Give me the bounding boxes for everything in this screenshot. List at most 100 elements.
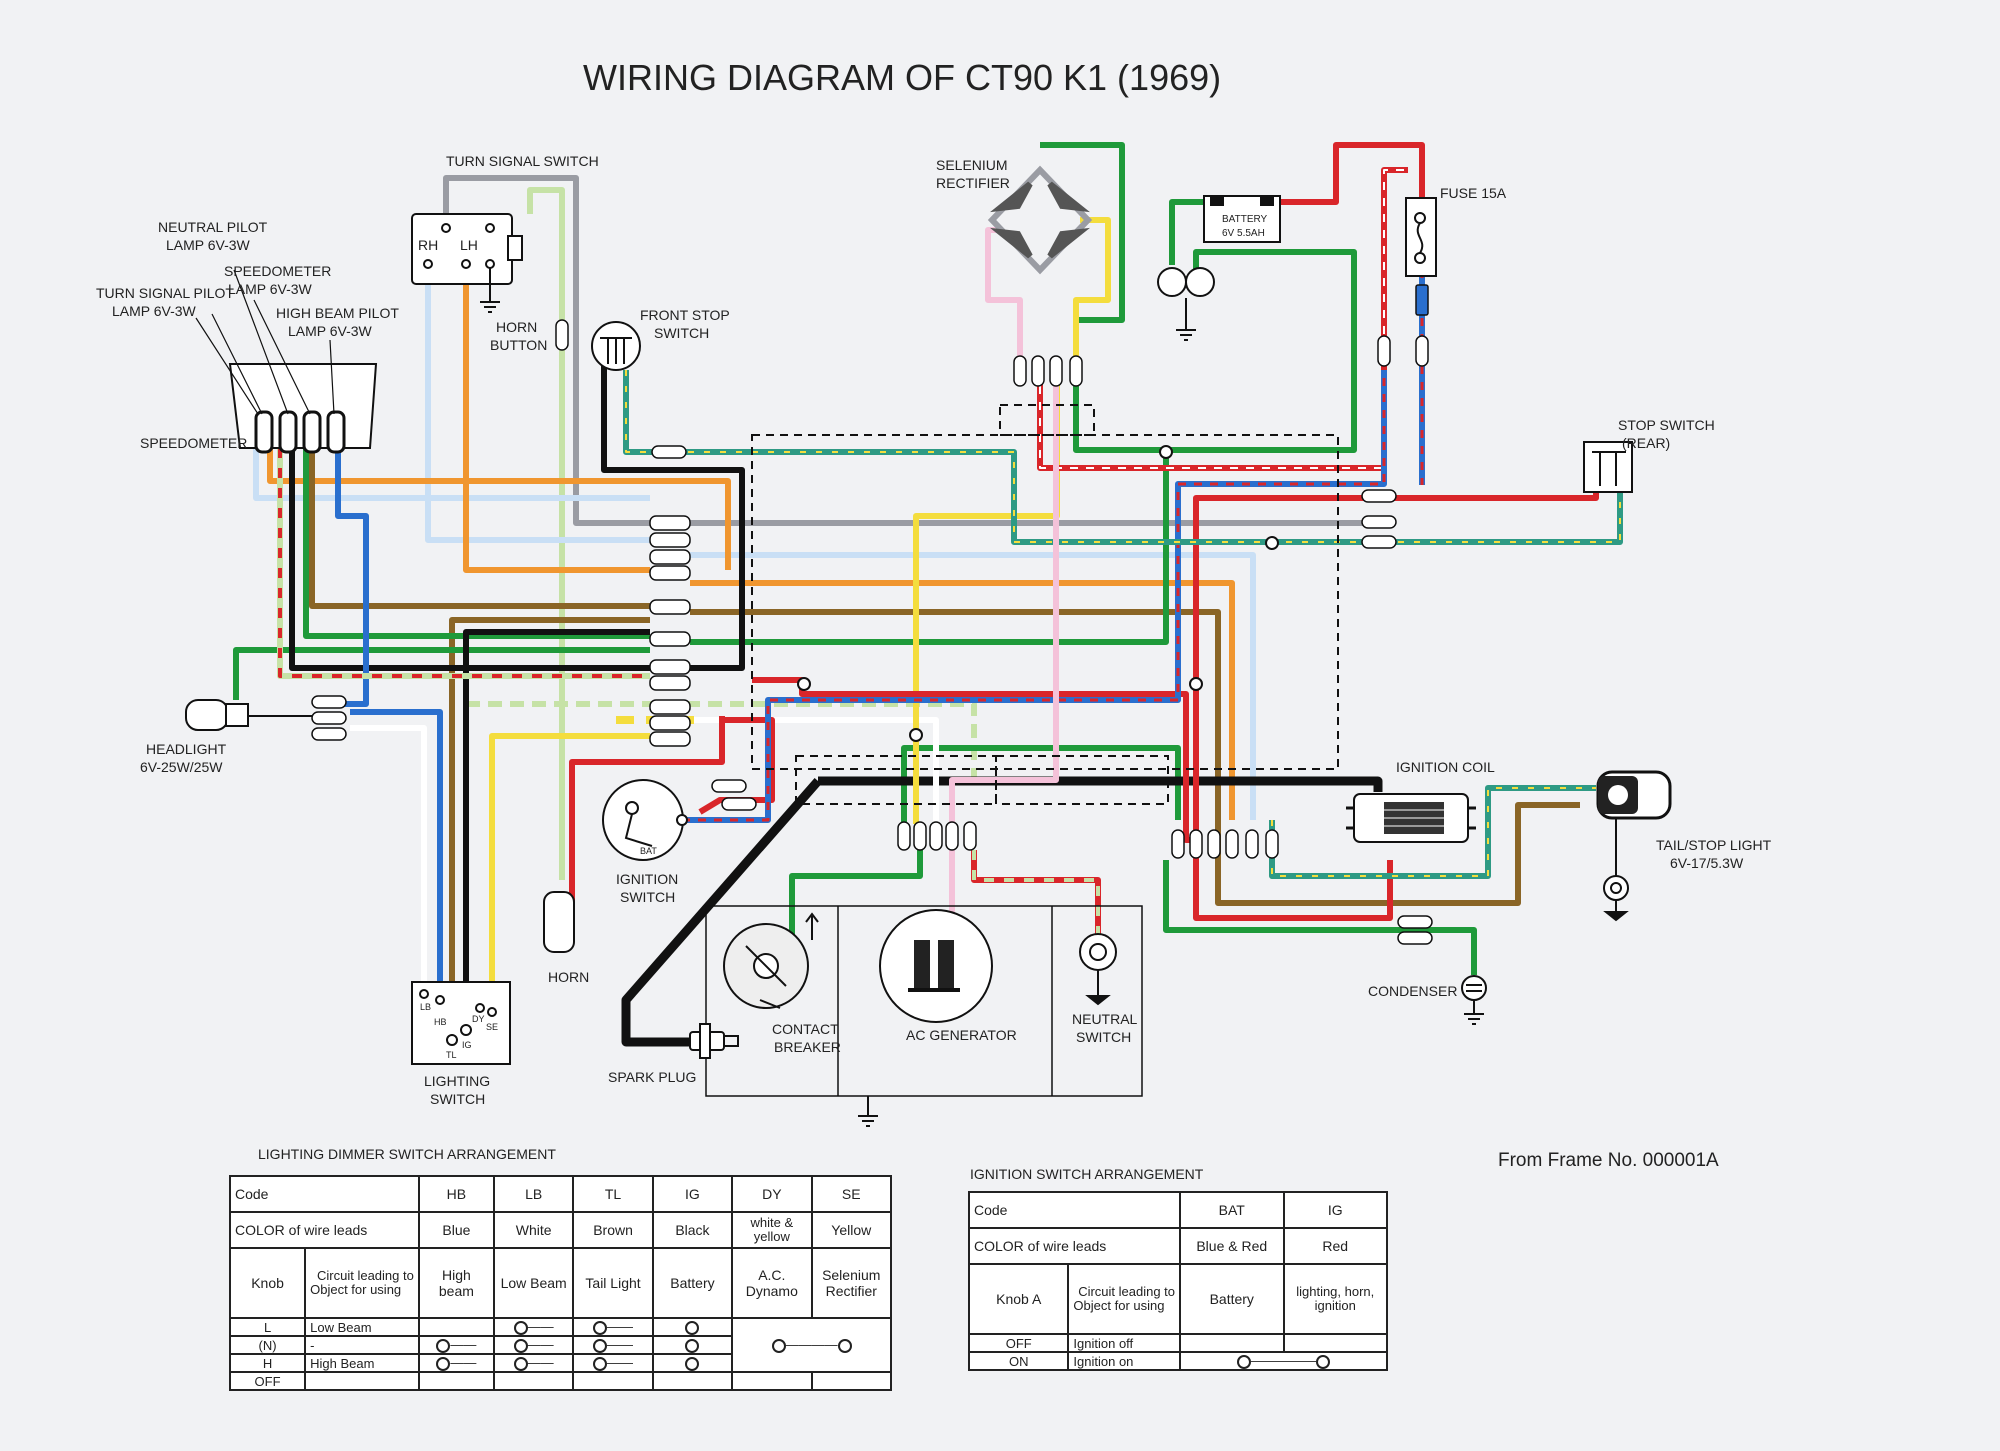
ign-color: Blue & Red: [1179, 1227, 1285, 1265]
neutral-switch-label-1: NEUTRAL: [1072, 1011, 1138, 1027]
stop-switch-rear: [1583, 441, 1633, 493]
dimmer-cell: [417, 1371, 495, 1391]
lh-label: LH: [460, 237, 478, 253]
connector: [651, 445, 687, 459]
dimmer-color: White: [492, 1211, 575, 1249]
front-stop-switch: [591, 321, 641, 371]
neutral-switch-label-2: SWITCH: [1076, 1029, 1131, 1045]
wire-light-blue: [425, 264, 650, 543]
wire-green-yellow: [623, 370, 1623, 545]
dimmer-cell: ——: [572, 1353, 654, 1373]
junction-dot: [909, 728, 923, 742]
dimmer-cell: ——: [417, 1353, 495, 1373]
wire-brown-3: [449, 617, 650, 990]
dimmer-object: Battery: [651, 1247, 734, 1319]
dimmer-cell: [417, 1317, 495, 1337]
connector: [963, 821, 977, 851]
wire-black-plug: [621, 778, 822, 1047]
lighting-switch-label-1: LIGHTING: [424, 1073, 490, 1089]
rh-label: RH: [418, 237, 438, 253]
tail-light-label-1: TAIL/STOP LIGHT: [1656, 837, 1772, 853]
fuse-label: FUSE 15A: [1440, 185, 1507, 201]
connector: [1361, 489, 1397, 503]
dimmer-row-desc: Low Beam: [304, 1317, 420, 1337]
diagram-title: WIRING DIAGRAM OF CT90 K1 (1969): [583, 57, 1221, 98]
pin-ig: IG: [462, 1040, 472, 1050]
connector: [1397, 915, 1433, 929]
connector: [1013, 355, 1027, 387]
ign-object: Battery: [1179, 1263, 1285, 1335]
dimmer-cell: [651, 1353, 734, 1373]
contact-breaker: [723, 912, 819, 1009]
contact-breaker-label-2: BREAKER: [774, 1039, 841, 1055]
ignition-table-caption: IGNITION SWITCH ARRANGEMENT: [970, 1166, 1204, 1182]
connector: [1049, 355, 1063, 387]
connector: [649, 631, 691, 647]
neutral-switch: [1079, 933, 1117, 1006]
wire-blue-red-dash: [682, 370, 1386, 822]
stop-switch-label-2: (REAR): [1622, 435, 1670, 451]
dimmer-cell: ——: [572, 1335, 654, 1355]
dimmer-dy-se-cell: ————: [731, 1317, 892, 1373]
wire-gray: [443, 175, 650, 526]
dimmer-table: Code HB LB TL IG DY SE COLOR of wire lea…: [228, 1175, 893, 1391]
dimmer-cell: ——: [492, 1353, 575, 1373]
connector: [555, 319, 569, 351]
dimmer-code: DY: [731, 1175, 813, 1213]
dimmer-color: Black: [651, 1211, 734, 1249]
connector: [1377, 335, 1391, 367]
horn-button-label-1: HORN: [496, 319, 537, 335]
connector: [311, 711, 347, 725]
dimmer-object: Low Beam: [492, 1247, 575, 1319]
wire-red-ignsw: [698, 717, 775, 815]
dimmer-cell: ——: [492, 1317, 575, 1337]
dimmer-row-desc: [304, 1371, 420, 1391]
wire-green-headlight: [233, 647, 650, 700]
ignition-switch: BAT: [602, 779, 688, 861]
wire-neutral-dash: [972, 850, 1100, 935]
ign-knob: ON: [967, 1351, 1070, 1371]
selenium-rectifier-label-2: RECTIFIER: [936, 175, 1010, 191]
pin-se: SE: [486, 1022, 498, 1032]
connector: [311, 695, 347, 709]
wire-brown-2: [690, 609, 1580, 906]
dimmer-row-desc: -: [304, 1335, 420, 1355]
connector: [649, 549, 691, 565]
dimmer-code: SE: [810, 1175, 893, 1213]
ign-row-desc: Ignition off: [1067, 1333, 1182, 1353]
wire-green-rect-2: [1073, 249, 1357, 453]
connector: [649, 515, 691, 531]
wire-pink-gen: [949, 370, 1059, 1000]
wire-neutral-2-dash: [278, 428, 650, 678]
selenium-rectifier-label-1: SELENIUM: [936, 157, 1008, 173]
stop-switch-label-1: STOP SWITCH: [1618, 417, 1715, 433]
connector: [649, 675, 691, 691]
battery-label-1: BATTERY: [1222, 214, 1268, 225]
horn-pair: [1157, 267, 1215, 341]
bat-label: BAT: [640, 846, 657, 856]
connector: [1189, 829, 1203, 859]
wire-orange-3: [690, 580, 1235, 820]
ignition-table: Code BAT IG COLOR of wire leads Blue & R…: [967, 1191, 1388, 1371]
connector: [1361, 535, 1397, 549]
connector: [1245, 829, 1259, 859]
connector: [711, 779, 747, 793]
ign-cell: [1282, 1333, 1388, 1353]
connector: [649, 715, 691, 731]
ign-circuit-label: Circuit leading to: [1078, 1284, 1176, 1299]
ign-row-desc: Ignition on: [1067, 1351, 1182, 1371]
wire-blue-red: [682, 370, 1387, 823]
high-beam-pilot-label-2: LAMP 6V-3W: [288, 323, 373, 339]
dimmer-knob: H: [228, 1353, 307, 1373]
horn: [543, 891, 575, 953]
ignition-coil: [1346, 793, 1476, 843]
front-stop-switch-label-1: FRONT STOP: [640, 307, 730, 323]
speedometer: [195, 269, 378, 454]
fuse: [1405, 197, 1437, 277]
ign-knob-label: Knob A: [967, 1263, 1070, 1335]
wire-black-3: [463, 629, 650, 990]
dimmer-color: white & yellow: [731, 1211, 813, 1249]
wire-white: [350, 725, 427, 990]
connector: [1207, 829, 1221, 859]
